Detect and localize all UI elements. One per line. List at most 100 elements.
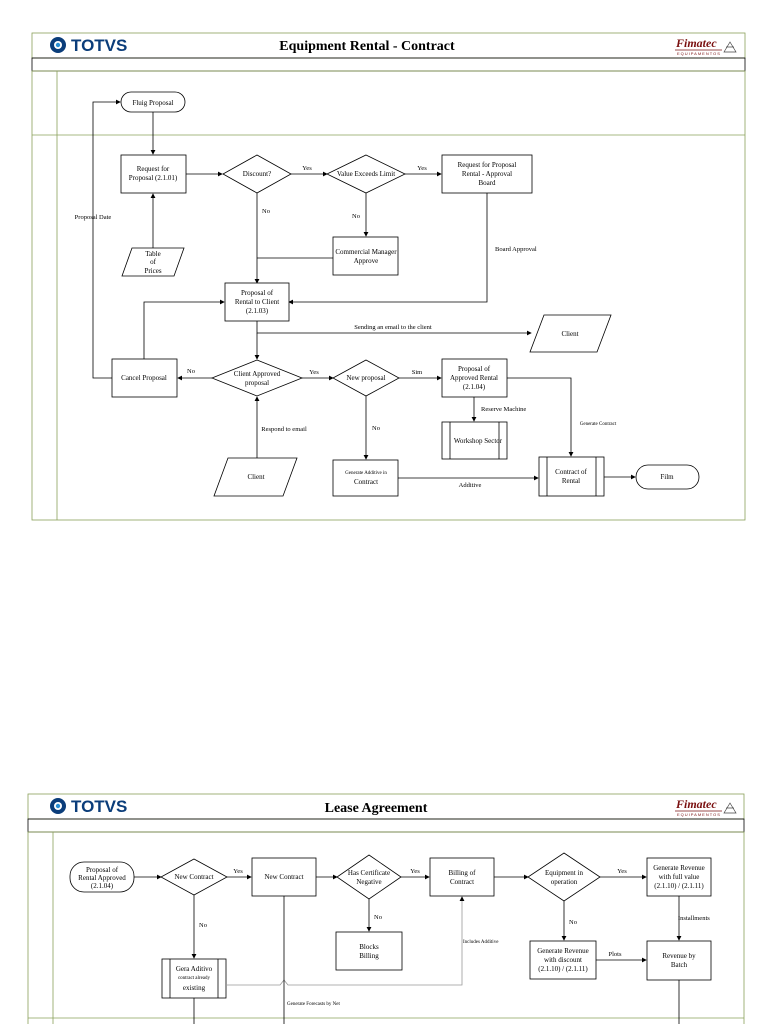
node-new-proposal-decision: New proposal	[332, 359, 400, 397]
svg-text:Discount?: Discount?	[243, 170, 271, 178]
lease-subheader-box	[27, 818, 745, 833]
svg-text:Rental Approved: Rental Approved	[78, 874, 126, 882]
node-proposal-to-client: Proposal of Rental to Client (2.1.03)	[224, 282, 290, 322]
node-proposal-approved: Proposal of Rental Approved (2.1.04)	[69, 861, 135, 893]
node-gera-aditivo: Gera Aditivo contract already existing	[161, 958, 227, 999]
edge-label-yes: Yes	[417, 165, 427, 172]
svg-text:operation: operation	[551, 878, 578, 886]
svg-text:Fluig Proposal: Fluig Proposal	[132, 99, 173, 107]
fimatec-logo-subtext: EQUIPAMENTOS	[677, 51, 721, 56]
svg-text:Board: Board	[478, 179, 496, 187]
node-client-approved-decision: Client Approved proposal	[210, 359, 304, 397]
node-new-contract: New Contract	[251, 857, 317, 897]
svg-text:(2.1.04): (2.1.04)	[463, 383, 486, 391]
svg-text:Client: Client	[247, 473, 264, 481]
edge-label-no: No	[352, 213, 360, 220]
svg-text:Proposal of: Proposal of	[458, 365, 491, 373]
svg-text:existing: existing	[183, 984, 206, 992]
node-revenue-discount: Generate Revenue with discount (2.1.10) …	[529, 940, 597, 980]
svg-text:Generate Additive in: Generate Additive in	[345, 471, 387, 476]
edge-label-sending-email: Sending an email to the client	[354, 324, 432, 331]
svg-text:New Contract: New Contract	[174, 873, 213, 881]
svg-text:Rental - Approval: Rental - Approval	[462, 170, 512, 178]
edge-label-yes: Yes	[302, 165, 312, 172]
node-has-certificate-decision: Has Certificate Negative	[336, 854, 402, 900]
node-equipment-operation-decision: Equipment in operation	[527, 852, 601, 902]
svg-text:Contract: Contract	[354, 478, 378, 486]
edge-label-installments: Installments	[678, 915, 710, 922]
svg-text:Contract of: Contract of	[555, 468, 587, 476]
svg-text:Approve: Approve	[354, 257, 379, 265]
edge-label-yes: Yes	[309, 369, 319, 376]
node-client-top: Client	[529, 314, 612, 353]
edge-label-no: No	[199, 922, 207, 929]
fimatec-emblem-icon	[723, 41, 737, 53]
svg-text:Equipment in: Equipment in	[545, 869, 583, 877]
node-blocks-billing: Blocks Billing	[335, 931, 403, 971]
node-new-contract-decision: New Contract	[160, 858, 228, 896]
node-client-bottom: Client	[213, 457, 298, 497]
svg-text:Proposal (2.1.01): Proposal (2.1.01)	[129, 174, 178, 182]
svg-text:Has Certificate: Has Certificate	[348, 869, 390, 877]
node-workshop-sector: Workshop Sector	[441, 421, 508, 460]
contract-subheader-box	[31, 57, 746, 72]
svg-text:Billing: Billing	[359, 952, 379, 960]
node-fluig-proposal: Fluig Proposal	[120, 91, 186, 113]
edge-label-proposal-date: Proposal Date	[75, 214, 112, 221]
node-approved-rental: Proposal of Approved Rental (2.1.04)	[441, 358, 508, 398]
svg-text:with discount: with discount	[544, 956, 582, 964]
node-value-exceeds-decision: Value Exceeds Limit	[326, 154, 406, 194]
node-commercial-manager: Commercial Manager Approve	[332, 236, 399, 276]
svg-text:(2.1.04): (2.1.04)	[91, 882, 114, 890]
fimatec-logo-text: Fimatec	[675, 797, 717, 811]
svg-text:Approved Rental: Approved Rental	[450, 374, 498, 382]
edge-label-no: No	[374, 914, 382, 921]
contract-page-title: Equipment Rental - Contract	[279, 39, 455, 54]
fimatec-logo-subtext: EQUIPAMENTOS	[677, 812, 721, 817]
svg-text:Generate Revenue: Generate Revenue	[653, 864, 705, 872]
edge-label-plots: Plots	[608, 951, 621, 958]
svg-text:Generate Revenue: Generate Revenue	[537, 947, 589, 955]
contract-lane-frame	[31, 70, 746, 521]
svg-text:(2.1.10) / (2.1.11): (2.1.10) / (2.1.11)	[538, 965, 588, 973]
node-contract-of-rental: Contract of Rental	[538, 456, 605, 497]
svg-text:Cancel Proposal: Cancel Proposal	[121, 374, 167, 382]
svg-text:Proposal of: Proposal of	[241, 289, 274, 297]
svg-text:Rental to Client: Rental to Client	[235, 298, 279, 306]
totvs-logo-text: TOTVS	[71, 36, 127, 55]
svg-text:Table: Table	[145, 250, 160, 258]
lease-page: TOTVS Lease Agreement Fimatec EQUIPAMENT…	[27, 793, 745, 1024]
edge-label-forecasts: Generate Forecasts by Net	[287, 1002, 341, 1007]
svg-text:Proposal of: Proposal of	[86, 866, 119, 874]
edge-label-no: No	[262, 208, 270, 215]
svg-text:New proposal: New proposal	[346, 374, 385, 382]
node-revenue-batch: Revenue by Batch	[646, 940, 712, 981]
fimatec-logo: Fimatec EQUIPAMENTOS	[675, 36, 737, 56]
svg-text:Workshop Sector: Workshop Sector	[454, 437, 503, 445]
edge-label-yes: Yes	[233, 868, 243, 875]
svg-text:Value Exceeds Limit: Value Exceeds Limit	[337, 170, 395, 178]
node-discount-decision: Discount?	[222, 154, 292, 194]
node-revenue-full: Generate Revenue with full value (2.1.10…	[646, 857, 712, 897]
edge-label-no: No	[187, 368, 195, 375]
totvs-logo: TOTVS	[50, 36, 127, 55]
edge-label-sim: Sim	[412, 369, 422, 376]
svg-text:(2.1.10) / (2.1.11): (2.1.10) / (2.1.11)	[654, 882, 704, 890]
node-billing-contract: Billing of Contract	[429, 857, 495, 897]
fimatec-logo-text: Fimatec	[675, 36, 717, 50]
svg-text:with full value: with full value	[659, 873, 700, 881]
edge-label-respond-email: Respond to email	[261, 426, 307, 433]
fimatec-logo: Fimatec EQUIPAMENTOS	[675, 797, 737, 817]
svg-text:Revenue by: Revenue by	[662, 952, 696, 960]
svg-text:contract already: contract already	[178, 976, 211, 981]
svg-text:Billing of: Billing of	[448, 869, 476, 877]
edge-label-no: No	[372, 425, 380, 432]
svg-text:Batch: Batch	[671, 961, 688, 969]
svg-text:Contract: Contract	[450, 878, 474, 886]
svg-text:Blocks: Blocks	[359, 943, 379, 951]
svg-text:New Contract: New Contract	[264, 873, 303, 881]
svg-text:Prices: Prices	[144, 267, 161, 275]
node-request-approval-board: Request for Proposal Rental - Approval B…	[441, 154, 533, 194]
node-table-of-prices: Table of Prices	[121, 247, 185, 277]
edge-label-additive: Additive	[459, 482, 482, 489]
